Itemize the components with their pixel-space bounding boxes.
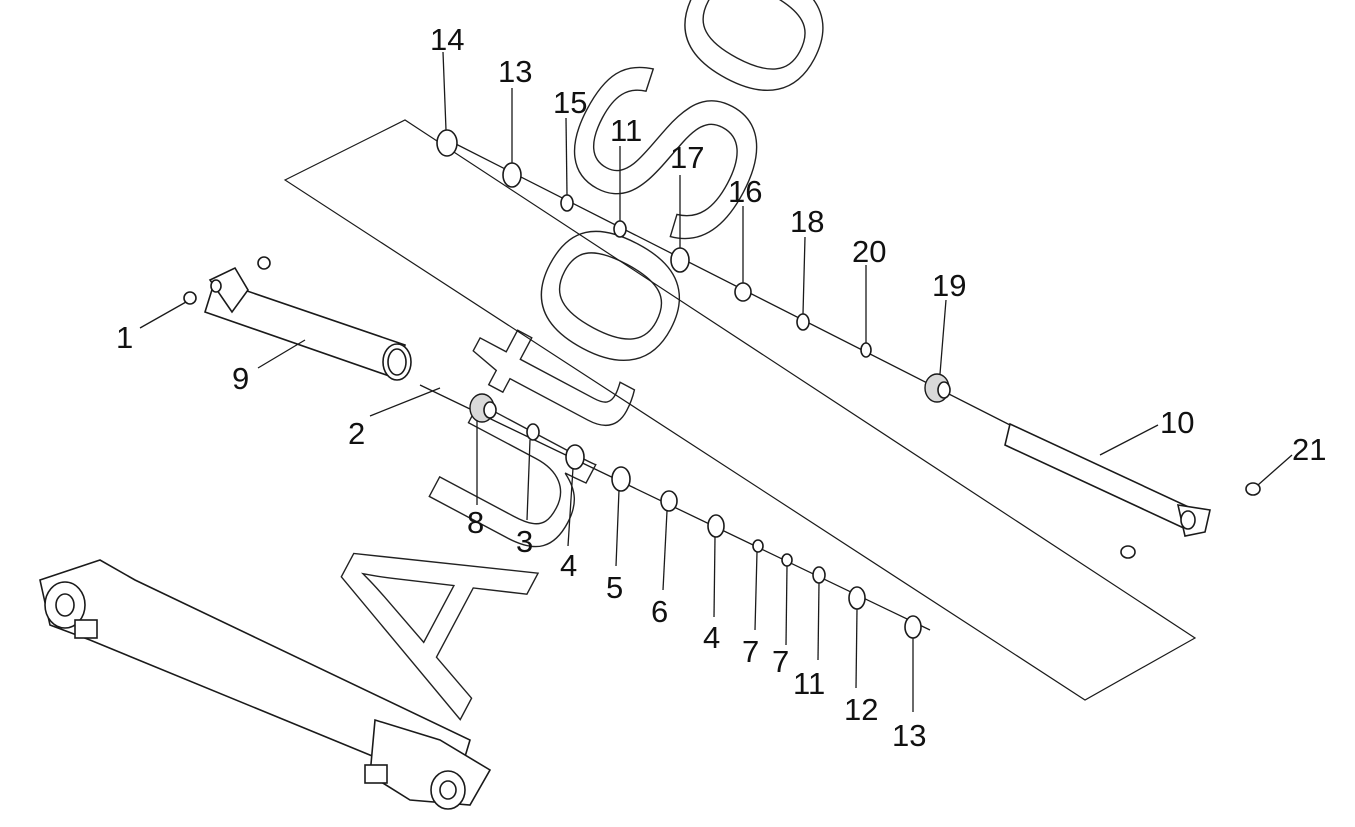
- seal-3: [526, 423, 540, 441]
- callout-5: 5: [606, 570, 623, 605]
- pin-bushing-top: [257, 256, 271, 270]
- seal-4-left: [565, 444, 585, 470]
- callout-11-upper: 11: [610, 113, 642, 148]
- callout-1: 1: [116, 320, 133, 355]
- callout-4-right: 4: [703, 620, 720, 655]
- callout-7-right: 7: [772, 644, 789, 679]
- rod-guide: [924, 373, 951, 403]
- callout-7-left: 7: [742, 634, 759, 669]
- callout-16: 16: [728, 174, 762, 209]
- seal-12: [848, 586, 866, 610]
- seal-7-left: [752, 539, 764, 553]
- upper-axis-line: [447, 139, 1011, 426]
- callout-13-upper: 13: [498, 54, 532, 89]
- seal-20: [860, 342, 872, 358]
- callout-6: 6: [651, 594, 668, 629]
- seal-11-upper: [613, 220, 627, 238]
- seal-7-right: [781, 553, 793, 567]
- assembled-cylinder: [39, 559, 492, 810]
- callout-14: 14: [430, 22, 464, 57]
- callout-18: 18: [790, 204, 824, 239]
- callout-10: 10: [1160, 405, 1194, 440]
- seal-kit-frame: [283, 119, 1197, 701]
- watermark-text: AutoSoft: [260, 0, 957, 745]
- callout-3: 3: [516, 524, 533, 559]
- callout-17: 17: [670, 140, 704, 175]
- seal-13-upper: [502, 162, 522, 188]
- seal-13-lower: [904, 615, 922, 639]
- seal-16: [734, 282, 752, 302]
- seal-14: [436, 129, 458, 157]
- seal-18: [796, 313, 810, 331]
- callout-2: 2: [348, 416, 365, 451]
- callout-19: 19: [932, 268, 966, 303]
- callout-12: 12: [844, 692, 878, 727]
- bushing-21: [1245, 482, 1261, 496]
- callout-8: 8: [467, 505, 484, 540]
- bushing-lower: [1120, 545, 1136, 559]
- seal-4-right: [707, 514, 725, 538]
- callout-15: 15: [553, 85, 587, 120]
- seal-5: [611, 466, 631, 492]
- callout-20: 20: [852, 234, 886, 269]
- piston-rod: [1004, 422, 1211, 537]
- callout-21: 21: [1292, 432, 1326, 467]
- callout-13-lower: 13: [892, 718, 926, 753]
- seal-6: [660, 490, 678, 512]
- piston: [469, 393, 497, 423]
- callout-11-lower: 11: [793, 666, 825, 701]
- seal-15: [560, 194, 574, 212]
- seal-11-lower: [812, 566, 826, 584]
- seal-17: [670, 247, 690, 273]
- cylinder-barrel: [204, 266, 412, 381]
- callout-4-left: 4: [560, 548, 577, 583]
- callout-9: 9: [232, 361, 249, 396]
- bushing-1: [183, 291, 197, 305]
